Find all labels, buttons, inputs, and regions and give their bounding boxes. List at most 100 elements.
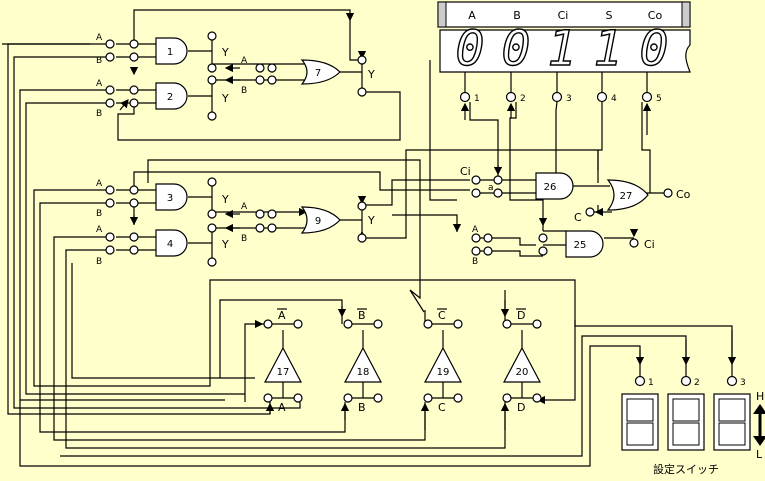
- gate1-label-b: B: [96, 56, 102, 66]
- gate25-in-3[interactable]: [471, 246, 481, 256]
- display-input-4[interactable]: [596, 91, 608, 103]
- gate4-input-a-right[interactable]: [129, 232, 139, 242]
- gate9-in-1[interactable]: [207, 209, 217, 219]
- gate9-out-bottom[interactable]: [357, 233, 367, 243]
- gate26-in-2[interactable]: [493, 175, 503, 185]
- buffer17-in-right[interactable]: [293, 393, 303, 403]
- gate3-input-a-left[interactable]: [105, 185, 115, 195]
- gate26-in-1[interactable]: [471, 175, 481, 185]
- gate4-input-b-left[interactable]: [105, 245, 115, 255]
- gate2-input-a-right[interactable]: [129, 85, 139, 95]
- gate3-output-label: Y: [221, 193, 229, 206]
- buffer19-out-right[interactable]: [453, 319, 463, 329]
- display-input-1[interactable]: [459, 91, 471, 103]
- gate9-in-4[interactable]: [267, 209, 277, 219]
- gate7-in-6[interactable]: [267, 75, 277, 85]
- gate2-input-b-right[interactable]: [129, 98, 139, 108]
- buffer-18: [344, 346, 382, 383]
- and-gate-26: [535, 172, 574, 200]
- gate9-in-2[interactable]: [207, 223, 217, 233]
- gate25-in-1[interactable]: [471, 233, 481, 243]
- gate9-in-6[interactable]: [267, 223, 277, 233]
- buffer18-in-left[interactable]: [343, 393, 353, 403]
- buffer20-out-right[interactable]: [532, 319, 542, 329]
- gate26-in-3[interactable]: [471, 188, 481, 198]
- buffer17-in-left[interactable]: [263, 393, 273, 403]
- setting-switch-3[interactable]: [713, 393, 751, 451]
- gate3-input-b-right[interactable]: [129, 198, 139, 208]
- gate25-in-2[interactable]: [483, 233, 493, 243]
- buffer19-c-bar: C: [438, 309, 446, 322]
- gate2-input-b-left[interactable]: [105, 98, 115, 108]
- buffer17-out-left[interactable]: [263, 319, 273, 329]
- gate9-in-5[interactable]: [255, 223, 265, 233]
- gate25-in-5[interactable]: [538, 233, 548, 243]
- switch-output-3[interactable]: [726, 375, 738, 387]
- gate27-output[interactable]: [663, 188, 673, 198]
- buffer18-out-left[interactable]: [343, 319, 353, 329]
- buffer-19-group: C 19 C: [423, 308, 463, 414]
- gate7-in-3[interactable]: [255, 63, 265, 73]
- gate3-output-top[interactable]: [207, 177, 217, 187]
- switch-output-2[interactable]: [680, 375, 692, 387]
- gate2-input-a-left[interactable]: [105, 85, 115, 95]
- setting-switch-1[interactable]: [621, 393, 659, 451]
- buffer20-in-right[interactable]: [532, 393, 542, 403]
- gate4-input-b-right[interactable]: [129, 245, 139, 255]
- gate4-label-b: B: [96, 257, 102, 267]
- buffer19-out-left[interactable]: [423, 319, 433, 329]
- switch-output-1[interactable]: [634, 375, 646, 387]
- gate9-out-top[interactable]: [357, 201, 367, 211]
- gate26-in-4[interactable]: [493, 188, 503, 198]
- gate1-output-top[interactable]: [207, 31, 217, 41]
- gate7-out-top[interactable]: [357, 55, 367, 65]
- gate2-output-bottom[interactable]: [207, 111, 217, 121]
- gate7-in-2[interactable]: [207, 75, 217, 85]
- switch-output-label-2: 2: [694, 378, 700, 388]
- buffer18-b-bar: B: [358, 309, 366, 322]
- buffer18-in-right[interactable]: [373, 393, 383, 403]
- buffer19-in-right[interactable]: [453, 393, 463, 403]
- gate7-in-1[interactable]: [207, 63, 217, 73]
- display-input-3[interactable]: [551, 91, 563, 103]
- gate7-in-5[interactable]: [255, 75, 265, 85]
- buffer-17: [264, 346, 302, 383]
- display-digit-b: 0: [502, 21, 531, 77]
- display-header-b: B: [513, 9, 521, 22]
- display-header-a: A: [468, 9, 476, 22]
- gate25-output[interactable]: [629, 238, 639, 248]
- display-input-2[interactable]: [505, 91, 517, 103]
- gate4-input-a-left[interactable]: [105, 232, 115, 242]
- buffer19-in-left[interactable]: [423, 393, 433, 403]
- gate1-input-a-right[interactable]: [129, 39, 139, 49]
- buffer-17-group: A 17 A: [263, 308, 303, 414]
- buffer17-out-right[interactable]: [293, 319, 303, 329]
- display-input-label-1: 1: [474, 94, 480, 104]
- buffer-20-number: 20: [516, 367, 529, 378]
- display-input-5[interactable]: [641, 91, 653, 103]
- buffer20-in-left[interactable]: [502, 393, 512, 403]
- gate9-in-3[interactable]: [255, 209, 265, 219]
- gate1-input-b-right[interactable]: [129, 52, 139, 62]
- buffer20-out-left[interactable]: [502, 319, 512, 329]
- and-gate-1: [155, 37, 188, 65]
- and-gate-3-number: 3: [167, 193, 173, 204]
- gate25-in-6[interactable]: [538, 246, 548, 256]
- setting-switch-2[interactable]: [667, 393, 705, 451]
- gate3-input-a-right[interactable]: [129, 185, 139, 195]
- display-digit-ci: 1: [548, 21, 577, 77]
- buffer18-out-right[interactable]: [373, 319, 383, 329]
- gate3-input-b-left[interactable]: [105, 198, 115, 208]
- or-gate-27-number: 27: [620, 191, 633, 202]
- gate25-in-4[interactable]: [483, 246, 493, 256]
- gate1-input-a-left[interactable]: [105, 39, 115, 49]
- gate25-label-b: B: [472, 257, 478, 267]
- gate1-input-b-left[interactable]: [105, 52, 115, 62]
- and-gate-26-number: 26: [544, 182, 557, 193]
- gate7-out-bottom[interactable]: [357, 87, 367, 97]
- gate4-output-bottom[interactable]: [207, 257, 217, 267]
- buffer-20: [503, 346, 541, 383]
- gate27-in-c[interactable]: [585, 207, 595, 217]
- gate7-in-4[interactable]: [267, 63, 277, 73]
